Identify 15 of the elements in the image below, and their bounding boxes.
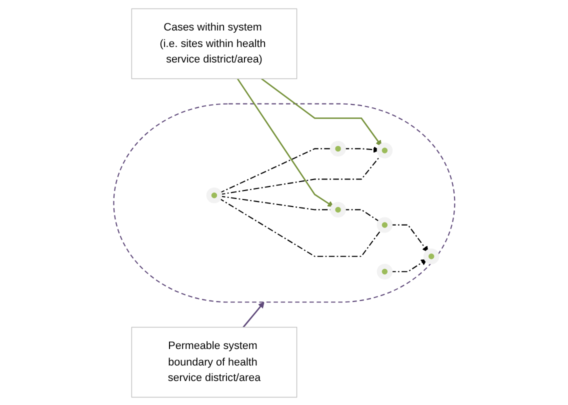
connector bbox=[218, 148, 332, 194]
diagram: Cases within system (i.e. sites within health service district/area) Permeable system boundary of health service district/area bbox=[108, 2, 460, 402]
node-circle bbox=[423, 248, 440, 264]
node-circle bbox=[206, 186, 222, 203]
node-circle bbox=[376, 216, 392, 232]
arrow bbox=[242, 301, 264, 328]
connector bbox=[218, 197, 382, 256]
node-box bbox=[131, 326, 297, 398]
node-circle bbox=[330, 201, 346, 218]
arrow bbox=[236, 78, 334, 207]
node-box bbox=[131, 8, 297, 79]
arrow bbox=[260, 78, 382, 146]
node-circle bbox=[376, 263, 392, 280]
node-circle bbox=[376, 142, 392, 158]
node-circle bbox=[330, 140, 346, 156]
